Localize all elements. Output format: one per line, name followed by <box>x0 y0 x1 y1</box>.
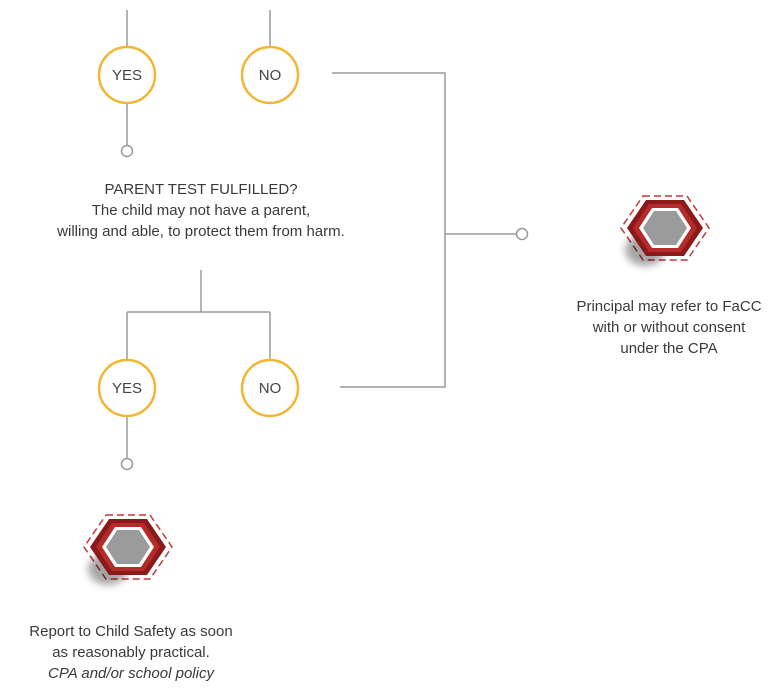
yes-top-circle <box>97 45 157 105</box>
principal-line3: under the CPA <box>620 340 718 357</box>
parent-test-line1: The child may not have a parent, <box>91 202 311 219</box>
report-text: Report to Child Safety as soon as reason… <box>0 621 262 684</box>
principal-line2: with or without consent <box>592 319 746 336</box>
parent-test-text: PARENT TEST FULFILLED? The child may not… <box>2 179 400 242</box>
connector-lines <box>126 10 516 458</box>
parent-test-title: PARENT TEST FULFILLED? <box>104 181 298 198</box>
yes-top-label: YES <box>112 67 142 84</box>
principal-line1: Principal may refer to FaCC <box>576 298 762 315</box>
no-top-label: NO <box>259 67 282 84</box>
report-line1: Report to Child Safety as soon <box>29 623 233 640</box>
endpoint-circle <box>515 227 529 241</box>
yes-bottom-circle <box>97 358 157 418</box>
report-note: CPA and/or school policy <box>48 665 214 682</box>
no-bottom-label: NO <box>259 380 282 397</box>
principal-text: Principal may refer to FaCC with or with… <box>556 296 782 359</box>
endpoint-circle <box>120 144 134 158</box>
yes-bottom-label: YES <box>112 380 142 397</box>
parent-test-line2: willing and able, to protect them from h… <box>57 223 345 240</box>
report-line2: as reasonably practical. <box>52 644 210 661</box>
no-top-circle <box>240 45 300 105</box>
report-hexagon-icon <box>83 514 173 585</box>
endpoint-circle <box>120 457 134 471</box>
no-bottom-circle <box>240 358 300 418</box>
principal-hexagon-icon <box>620 195 710 266</box>
connector-no-merge <box>332 72 446 388</box>
